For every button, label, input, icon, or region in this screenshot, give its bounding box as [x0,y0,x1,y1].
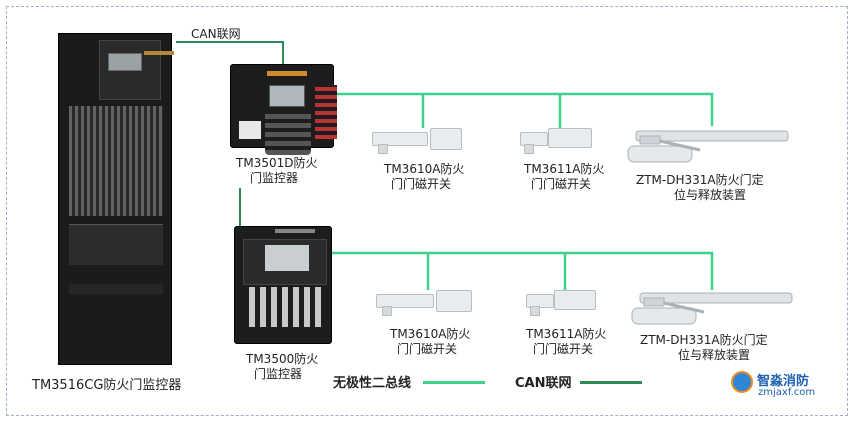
monitor-1-label-line2: 门监控器 [250,171,299,185]
switch-body [376,294,434,308]
bus-row1-main [334,92,714,126]
magnetic-switch-row1-2 [520,128,592,154]
monitor-2-indicator-grid [249,287,321,327]
row2-device-1-label-line1: TM3610A防火 [390,327,471,341]
switch-body [520,132,548,146]
row2-device-3-label-line2: 位与释放装置 [678,348,751,362]
switch-body [430,128,462,150]
monitor-1-buttons [315,85,337,139]
diagram-frame [6,6,848,416]
switch-tab [378,144,388,154]
monitor-1-screen [269,85,305,107]
magnetic-switch-row1-1 [372,128,462,154]
cabinet-top-panel [99,40,174,100]
monitor-1-keypad [265,111,311,155]
row2-device-1-label-line2: 门门磁开关 [397,342,458,356]
row1-device-2-label-line1: TM3611A防火 [524,162,605,176]
cabinet-indicator-grid [69,106,163,216]
row1-device-2-label-line2: 门门磁开关 [531,177,592,191]
monitor-2-brand [275,229,315,233]
magnetic-switch-row2-2 [526,290,596,316]
legend-can-line [580,381,642,384]
monitor-2-label-line2: 门监控器 [254,367,303,381]
cabinet-device [58,33,174,365]
switch-body [372,132,428,146]
magnetic-switch-row2-1 [376,290,474,316]
switch-body [548,128,592,148]
can-link-label: CAN联网 [191,27,241,41]
switch-body [436,290,472,312]
switch-tab [530,306,540,316]
watermark-logo-icon [731,371,753,393]
monitor-2-screen [265,245,309,271]
row1-device-1-label-line2: 门门磁开关 [391,177,452,191]
bus-row2-main [332,251,714,290]
row1-device-3-label-line1: ZTM-DH331A防火门定 [636,173,764,187]
monitor-1-label-line1: TM3501D防火 [236,156,318,170]
switch-body [526,294,554,308]
cabinet-brand [144,51,174,55]
row2-device-2-label-line2: 门门磁开关 [533,342,594,356]
monitor-1-device [230,64,337,155]
row2-device-3-label-line1: ZTM-DH331A防火门定 [640,333,768,347]
cabinet-screen [108,53,142,71]
watermark-url: zmjaxf.com [758,387,816,398]
cabinet-lower-panel [69,224,163,265]
door-closer-row2 [631,292,793,325]
cabinet-status-bar [69,284,163,294]
legend-can-label: CAN联网 [515,376,572,391]
monitor-2-label-line1: TM3500防火 [246,352,319,366]
switch-tab [524,144,534,154]
door-closer-row1 [627,130,789,163]
monitor-2-device [234,226,332,344]
row2-device-2-label-line1: TM3611A防火 [526,327,607,341]
monitor-1-printer [239,121,261,139]
legend-bus-line [423,381,485,384]
switch-tab [382,306,392,316]
legend-bus-label: 无极性二总线 [333,376,412,391]
row1-device-3-label-line2: 位与释放装置 [674,188,747,202]
cabinet-label: TM3516CG防火门监控器 [32,378,182,393]
can-link-top [176,41,284,64]
switch-body [554,290,596,310]
row1-device-1-label-line1: TM3610A防火 [384,162,465,176]
monitor-1-brand [267,71,307,76]
watermark-name: 智淼消防 [757,374,810,389]
